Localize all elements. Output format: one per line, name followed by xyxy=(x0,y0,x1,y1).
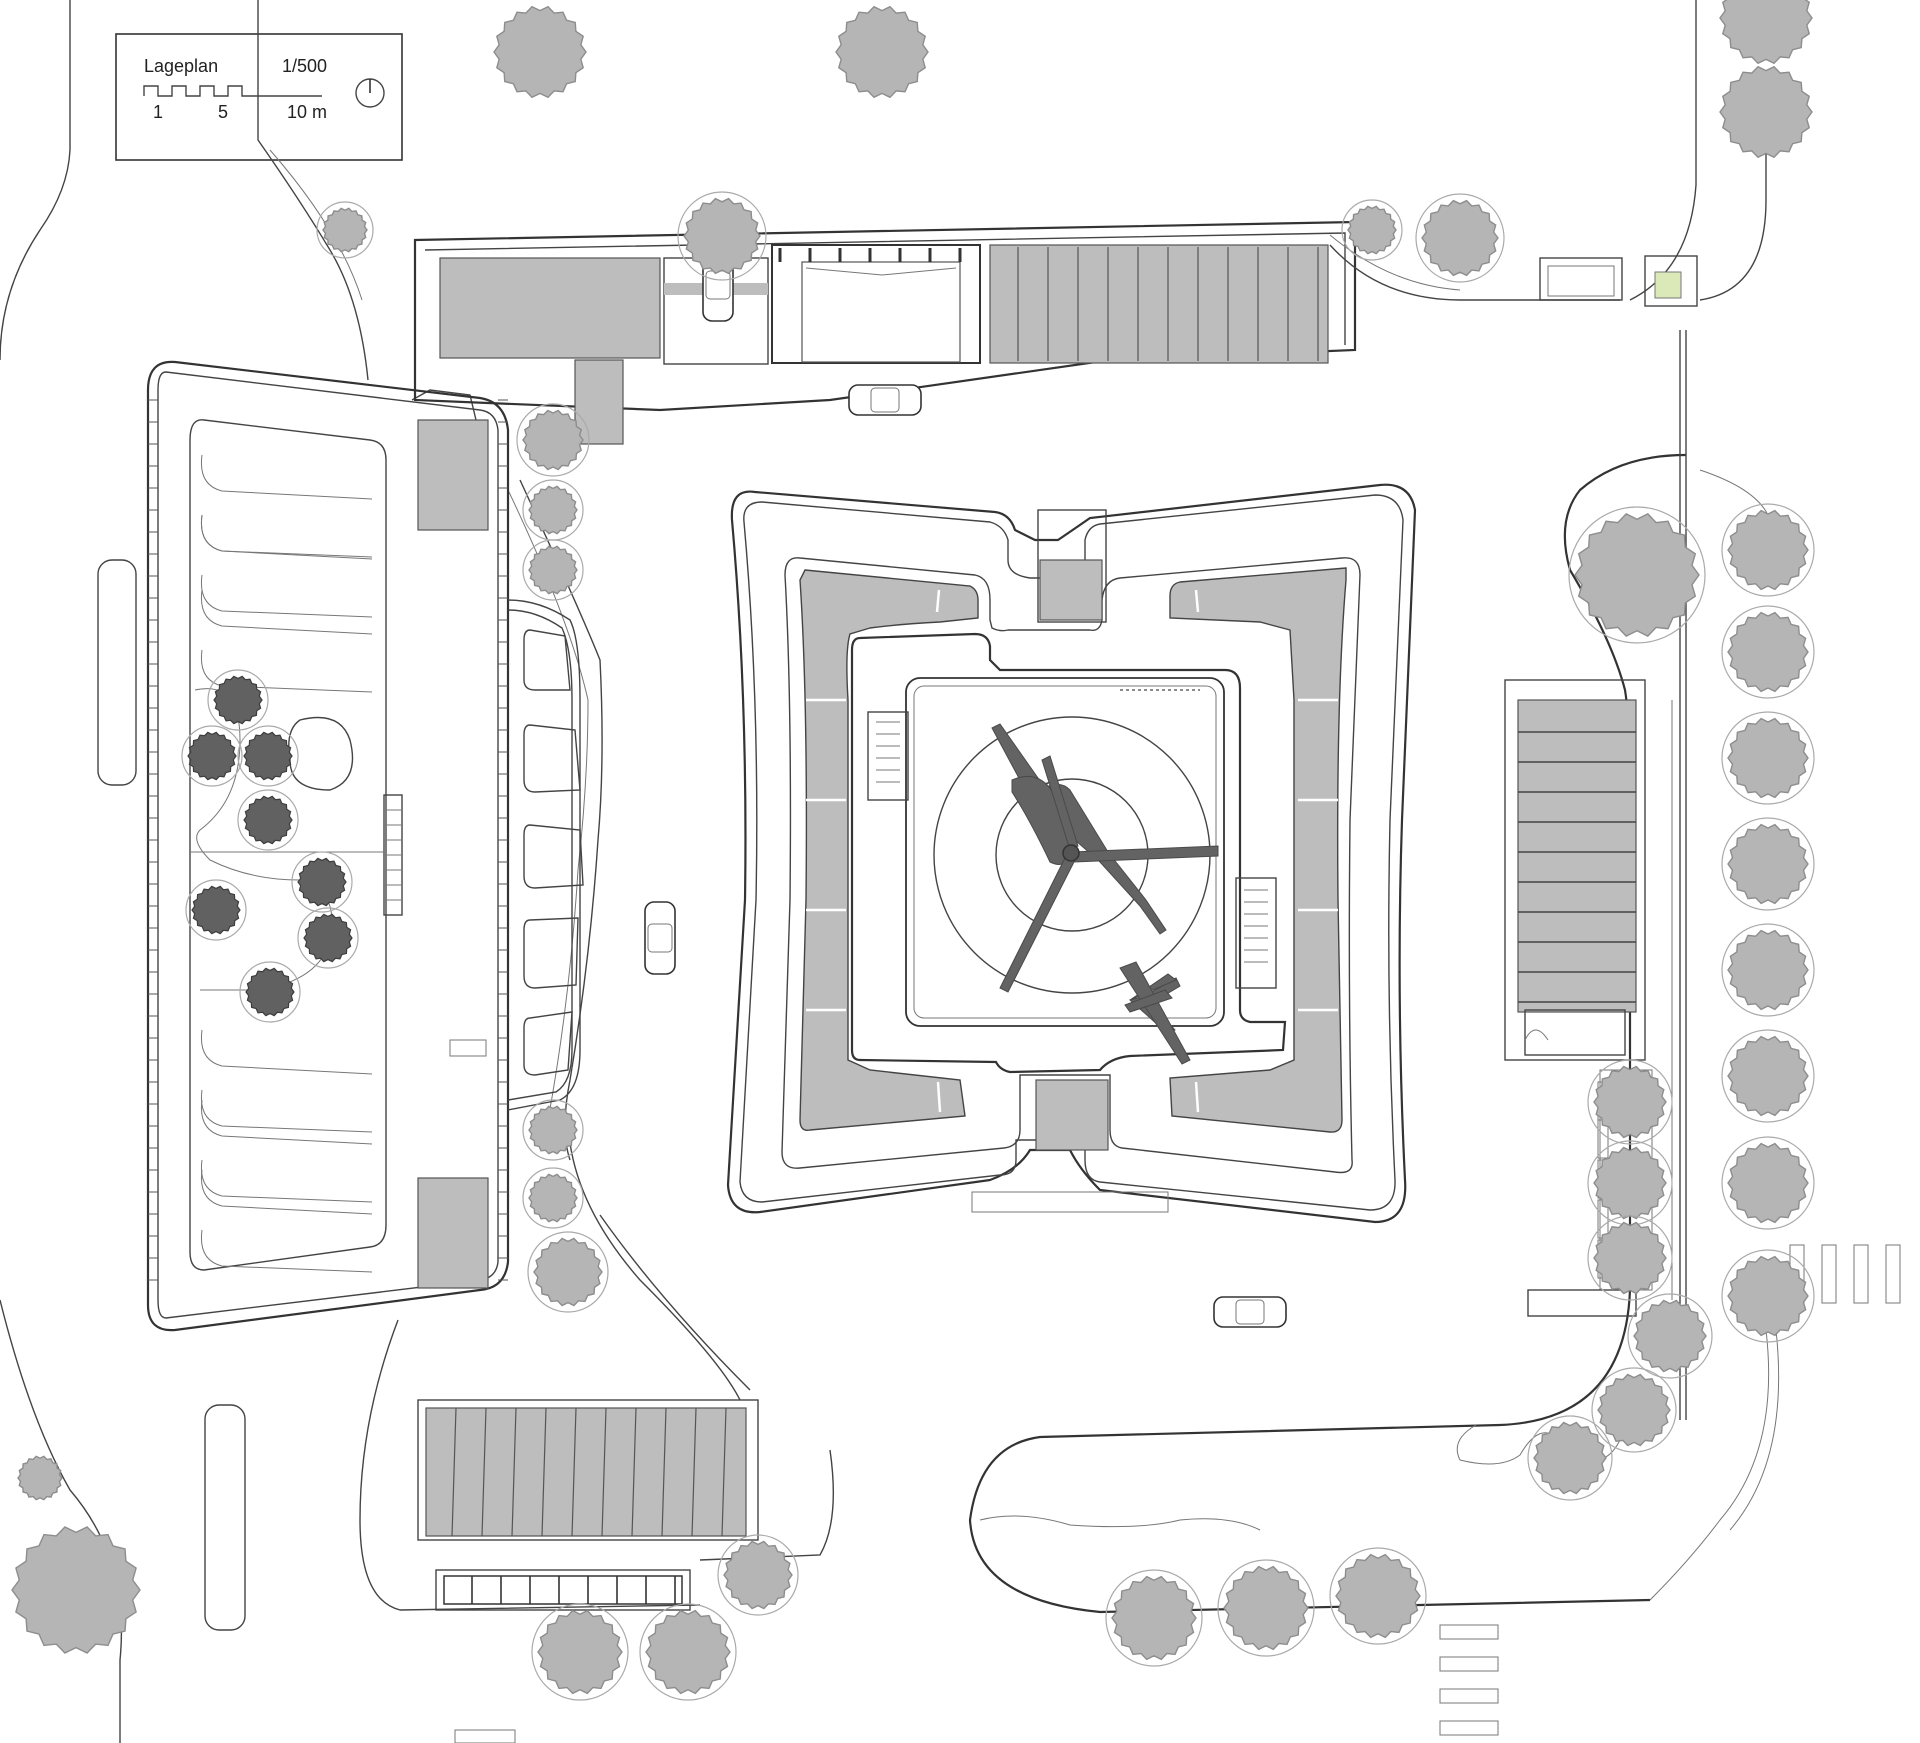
left-parking-bays xyxy=(200,454,373,1273)
trees xyxy=(11,0,1815,1701)
crosswalk-left xyxy=(454,1729,516,1743)
tree-icon xyxy=(717,1534,799,1616)
tree-icon xyxy=(237,789,299,851)
helicopter-icon xyxy=(991,723,1219,1065)
tree-icon xyxy=(1587,1140,1673,1226)
tree-icon xyxy=(835,5,929,99)
tree-icon xyxy=(291,851,353,913)
tree-icon xyxy=(11,1526,141,1654)
right-carport-slats xyxy=(1518,731,1636,1003)
tree-icon xyxy=(1719,0,1813,65)
tree-icon xyxy=(1721,1029,1815,1123)
bottom-carport xyxy=(417,1399,759,1611)
tree-icon xyxy=(1587,1215,1673,1301)
tree-icon xyxy=(1721,711,1815,805)
tree-icon xyxy=(677,191,767,281)
tree-icon xyxy=(185,879,247,941)
tree-icon xyxy=(531,1603,629,1701)
tree-icon xyxy=(639,1603,737,1701)
scale-tick-1: 1 xyxy=(153,102,163,122)
top-roof-slats xyxy=(778,247,1319,361)
legend-box: Lageplan 1/500 1 5 10 m xyxy=(115,33,403,161)
north-arrow-icon xyxy=(355,78,385,108)
crosswalk-bottom xyxy=(1439,1624,1499,1736)
car-icon xyxy=(1213,1296,1287,1328)
tree-icon xyxy=(316,201,374,259)
tree-icon xyxy=(1721,1136,1815,1230)
tree-icon xyxy=(522,539,584,601)
tree-icon xyxy=(17,1455,63,1501)
tree-icon xyxy=(1568,506,1706,644)
legend-scale: 1/500 xyxy=(282,56,327,76)
tree-icon xyxy=(1721,1249,1815,1343)
tree-icon xyxy=(1721,503,1815,597)
tree-icon xyxy=(297,907,359,969)
tree-icon xyxy=(239,961,301,1023)
tree-icon xyxy=(1217,1559,1315,1657)
tree-icon xyxy=(237,725,299,787)
bottom-carport-slats xyxy=(451,1407,727,1537)
left-building xyxy=(97,359,624,1631)
tree-icon xyxy=(1329,1547,1427,1645)
tree-icon xyxy=(207,669,269,731)
left-facade-planters xyxy=(507,599,584,1111)
tree-icon xyxy=(1721,923,1815,1017)
tree-icon xyxy=(1627,1293,1713,1379)
tree-icon xyxy=(1341,199,1403,261)
legend-title: Lageplan xyxy=(144,56,218,76)
right-carport xyxy=(1504,679,1653,1317)
car-icon xyxy=(848,384,922,416)
tree-icon xyxy=(1721,605,1815,699)
tree-icon xyxy=(1105,1569,1203,1667)
tree-icon xyxy=(516,403,590,477)
bike-rack-stripes xyxy=(471,1576,676,1604)
scale-tick-5: 5 xyxy=(218,102,228,122)
tree-icon xyxy=(522,1099,584,1161)
tree-icon xyxy=(1591,1367,1677,1453)
scale-tick-10: 10 m xyxy=(287,102,327,122)
tree-icon xyxy=(527,1231,609,1313)
tree-icon xyxy=(1721,817,1815,911)
tree-icon xyxy=(1415,193,1505,283)
tree-icon xyxy=(522,1167,584,1229)
scale-bar xyxy=(143,85,322,97)
tree-icon xyxy=(522,479,584,541)
tree-icon xyxy=(1719,65,1813,159)
tree-icon xyxy=(1527,1415,1613,1501)
tree-icon xyxy=(493,5,587,99)
car-icon xyxy=(644,901,676,975)
tree-icon xyxy=(1587,1059,1673,1145)
top-building xyxy=(413,220,1698,412)
tree-icon xyxy=(181,725,243,787)
